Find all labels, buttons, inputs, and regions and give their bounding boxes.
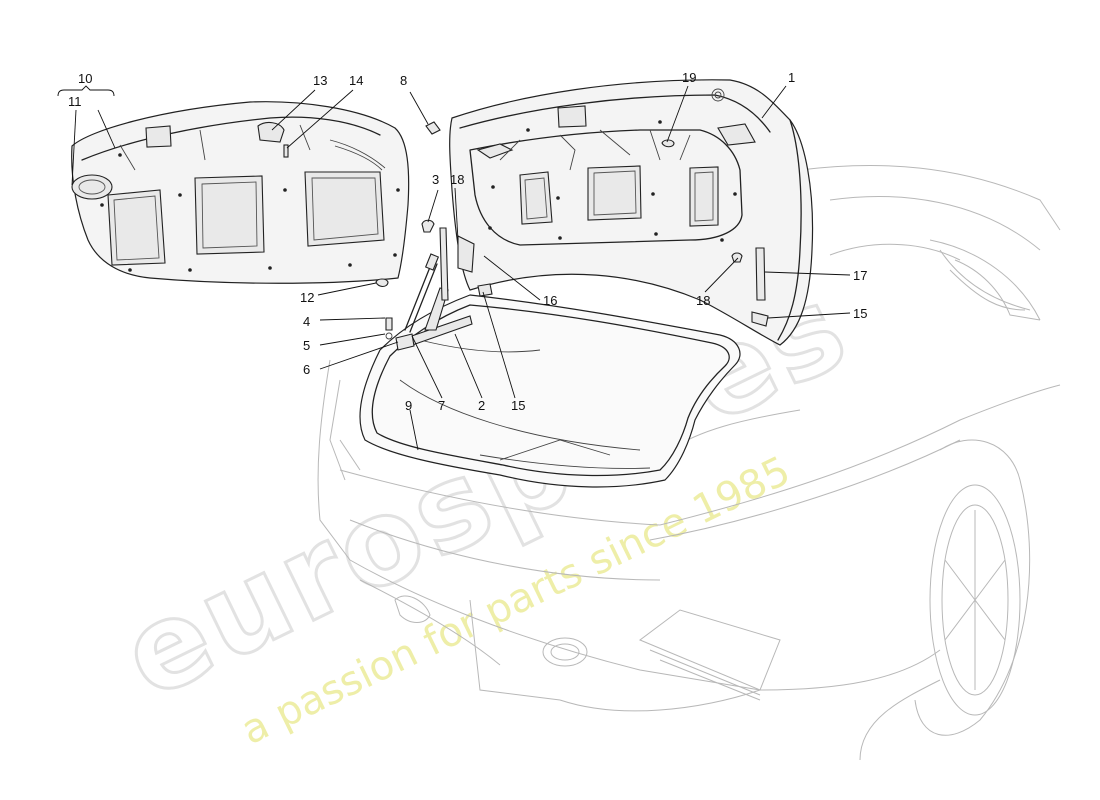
callout-7: 7 — [438, 398, 445, 413]
trunk-opening — [359, 294, 741, 488]
callout-17: 17 — [853, 268, 867, 283]
callout-2: 2 — [478, 398, 485, 413]
callout-13: 13 — [313, 73, 327, 88]
callout-10: 10 — [78, 71, 92, 86]
callout-15-center: 15 — [511, 398, 525, 413]
callout-16: 16 — [543, 293, 557, 308]
boot-lid — [449, 79, 814, 346]
callout-3: 3 — [432, 172, 439, 187]
callout-14: 14 — [349, 73, 363, 88]
callout-18-top: 18 — [450, 172, 464, 187]
callout-12: 12 — [300, 290, 314, 305]
callout-9: 9 — [405, 398, 412, 413]
callout-5: 5 — [303, 338, 310, 353]
trim-panel — [71, 101, 410, 288]
car-body — [317, 164, 1061, 761]
hinge-parts — [385, 121, 769, 351]
callout-8: 8 — [400, 73, 407, 88]
callout-6: 6 — [303, 362, 310, 377]
callout-18-right: 18 — [696, 293, 710, 308]
callout-4: 4 — [303, 314, 310, 329]
callout-19: 19 — [682, 70, 696, 85]
callout-11: 11 — [68, 94, 82, 109]
leader-lines — [57, 85, 851, 451]
callout-1: 1 — [788, 70, 795, 85]
callout-15-right: 15 — [853, 306, 867, 321]
callouts: 10 11 13 14 8 19 1 3 18 12 16 17 18 15 4… — [68, 70, 867, 413]
